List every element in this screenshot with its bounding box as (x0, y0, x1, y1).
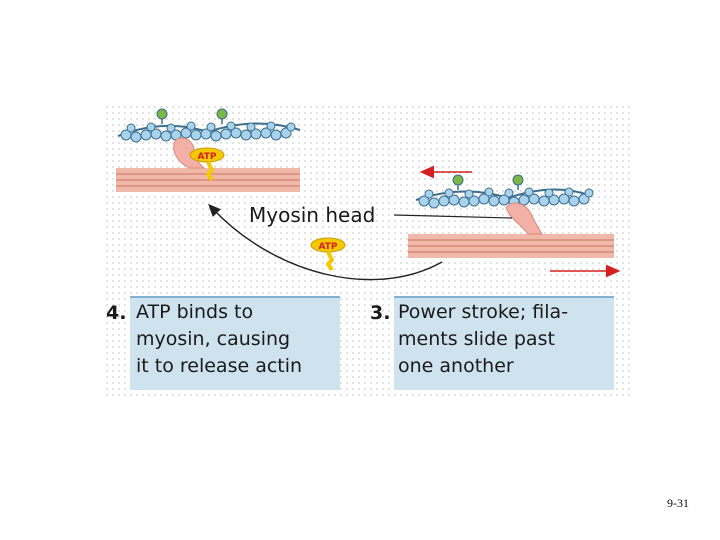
step-4-line-3: it to release actin (136, 355, 303, 377)
step-4-line-2: myosin, causing (136, 328, 291, 350)
regulatory-protein-right-1 (452, 174, 464, 190)
atp-label-free: ATP (318, 242, 337, 252)
regulatory-protein-left-2 (216, 108, 228, 124)
step-4-number: 4. (106, 302, 127, 324)
actin-filament-right (415, 174, 594, 209)
atp-free: ATP (310, 237, 346, 272)
cycle-arrow (208, 203, 443, 281)
step-3-line-2: ments slide past (398, 328, 555, 350)
regulatory-protein-right-2 (512, 174, 524, 190)
myosin-head-label: Myosin head (249, 203, 376, 227)
step-3-caption-box (394, 296, 614, 390)
myosin-head-pointer (393, 214, 513, 219)
atp-bound-left: ATP (189, 147, 225, 182)
myosin-head-right (505, 202, 543, 235)
step-3-line-1: Power stroke; fila- (398, 301, 569, 323)
muscle-contraction-figure: ATP (104, 104, 632, 398)
atp-label-left: ATP (197, 152, 216, 162)
actin-filament-left (117, 108, 301, 143)
page-number: 9-31 (667, 496, 689, 510)
step-4-line-1: ATP binds to (136, 301, 254, 323)
thick-filament-right (408, 234, 614, 258)
step-4-caption-box (130, 296, 340, 390)
step-3-line-3: one another (398, 355, 514, 377)
regulatory-protein-left-1 (156, 108, 168, 124)
figure-artwork: ATP (116, 108, 621, 281)
step-3-number: 3. (370, 302, 391, 324)
